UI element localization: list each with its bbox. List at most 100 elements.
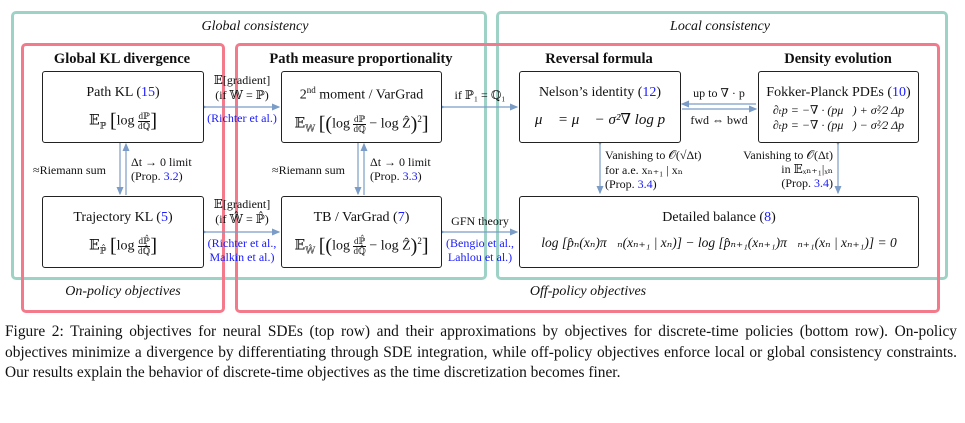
global-kl-title: Global KL divergence — [53, 51, 191, 67]
box-title: moment / VarGrad — [315, 87, 424, 103]
equation-ref[interactable]: 5 — [160, 210, 168, 225]
pm-limit-label: Δt → 0 limit — [370, 155, 431, 169]
path-measure-title: Path measure proportionality — [269, 51, 453, 67]
numerator: dℙ — [353, 113, 366, 125]
denominator: dℚ̂ — [353, 246, 366, 256]
equation-ref[interactable]: 8 — [764, 210, 772, 225]
box-title-prefix: 2 — [299, 87, 307, 103]
kl-prop-label: (Prop. 3.2) — [131, 169, 183, 184]
paren: ) — [404, 210, 410, 225]
superscript: nd — [306, 85, 316, 95]
equation-ref[interactable]: 7 — [397, 210, 405, 225]
global-consistency-region — [11, 11, 487, 280]
box-title: Detailed balance ( — [662, 210, 765, 225]
nelson-prop-label: (Prop. 3.4) — [605, 177, 657, 192]
marginals-label: if ℙ₁ = ℚ₁ — [454, 88, 506, 102]
gfn-reference-1[interactable]: (Bengio et al., — [446, 236, 514, 250]
equation-ref[interactable]: 12 — [642, 85, 657, 100]
equation-ref[interactable]: 15 — [141, 85, 156, 100]
top-grad-label-2: (if 𝕎 = ℙ) — [215, 88, 269, 102]
subscript: ℙ — [99, 120, 107, 131]
paren: ) — [155, 85, 160, 100]
on-policy-region — [21, 43, 225, 313]
prop-text: (Prop. — [370, 169, 403, 183]
pm-prop-label: (Prop. 3.3) — [370, 169, 422, 184]
fwd-bwd-label-1: up to ∇ · p — [693, 86, 745, 100]
box-title: Nelson’s identity ( — [538, 85, 643, 100]
global-consistency-label: Global consistency — [201, 19, 309, 34]
tb-vargrad-formula: 𝔼𝕎̂ [(log dℙ̂dℚ̂ − log Ẑ)2] — [294, 235, 429, 257]
expectation: 𝔼 — [294, 238, 306, 254]
nelson-formula: μ⃖ = μ⃗ − σ²∇ log p — [534, 112, 666, 128]
kl-riemann-label: ≈Riemann sum — [33, 163, 106, 177]
log: log — [116, 113, 135, 129]
trajectory-kl-formula: 𝔼ℙ̂ [log dℙ̂dℚ̂] — [88, 235, 158, 257]
prop-ref[interactable]: 3.2 — [163, 169, 179, 183]
detailed-balance-formula: log [p̂ₙ(xₙ)π⃗ₙ(xₙ₊₁ | xₙ)] − log [p̂ₙ₊₁… — [541, 235, 897, 250]
local-consistency-region — [496, 11, 948, 280]
log: log — [116, 238, 135, 254]
off-policy-region — [235, 43, 940, 313]
prop-text: (Prop. — [781, 176, 814, 190]
prop-ref[interactable]: 3.3 — [402, 169, 418, 183]
log-z: − log Ẑ — [369, 238, 411, 254]
log-z: − log Ẑ — [369, 116, 411, 132]
on-policy-label: On-policy objectives — [65, 284, 181, 299]
paren: ) — [652, 177, 657, 191]
denominator: dℚ — [353, 123, 366, 134]
fp-condition-label: in 𝔼ₓₙ₊₁|ₓₙ — [781, 162, 833, 176]
gfn-label: GFN theory — [451, 214, 509, 228]
paren: ) — [417, 169, 422, 183]
density-title: Density evolution — [784, 51, 892, 67]
top-grad-label-1: 𝔼[gradient] — [213, 73, 271, 87]
prop-text: (Prop. — [605, 177, 638, 191]
bottom-grad-label-2: (if 𝕎̂ = ℙ̂) — [215, 212, 269, 226]
prop-ref[interactable]: 3.4 — [814, 176, 829, 190]
top-grad-reference[interactable]: (Richter et al.) — [207, 111, 277, 125]
nelson-condition-label: for a.e. xₙ₊₁ | xₙ — [605, 163, 683, 177]
log: log — [332, 238, 350, 254]
subscript: 𝕎̂ — [305, 245, 316, 256]
pm-riemann-label: ≈Riemann sum — [272, 163, 345, 177]
expectation: 𝔼 — [88, 113, 100, 129]
fp-prop-label: (Prop. 3.4) — [781, 176, 833, 191]
numerator: dℙ̂ — [138, 236, 151, 247]
numerator: dℙ̂ — [353, 236, 366, 247]
paren: ) — [771, 210, 776, 225]
bottom-grad-reference-2[interactable]: Malkin et al.) — [209, 250, 275, 264]
kl-limit-label: Δt → 0 limit — [131, 155, 192, 169]
local-consistency-label: Local consistency — [670, 19, 770, 34]
bottom-grad-reference-1[interactable]: (Richter et al., — [207, 236, 277, 250]
nelson-box: Nelson’s identity (12) μ⃖ = μ⃗ − σ²∇ log… — [519, 71, 681, 143]
paren: ) — [829, 176, 833, 190]
subscript: ℙ̂ — [99, 245, 107, 256]
box-title: TB / VarGrad ( — [313, 210, 398, 225]
fp-backward-eq: ∂ₜp = −∇ · (pμ⃖) − σ²⁄2 Δp — [772, 118, 905, 132]
off-policy-label: Off-policy objectives — [529, 284, 647, 299]
paren: ) — [178, 169, 183, 183]
reversal-title: Reversal formula — [545, 51, 653, 67]
box-title: Trajectory KL ( — [73, 210, 161, 225]
expectation: 𝔼 — [294, 116, 306, 132]
numerator: dℙ — [138, 111, 151, 122]
log: log — [332, 116, 350, 132]
gfn-reference-2[interactable]: Lahlou et al.) — [447, 250, 513, 264]
trajectory-kl-box: Trajectory KL (5) 𝔼ℙ̂ [log dℙ̂dℚ̂] — [42, 196, 204, 268]
prop-ref[interactable]: 3.4 — [637, 177, 653, 191]
box-title: Path KL ( — [86, 85, 142, 100]
denominator: dℚ̂ — [138, 246, 151, 256]
fwd-bwd-label-2: fwd ⇔ bwd — [690, 113, 748, 127]
box-title: Fokker-Planck PDEs ( — [766, 85, 893, 100]
bottom-grad-label-1: 𝔼[gradient] — [213, 197, 271, 211]
paren: ) — [167, 210, 173, 225]
prop-text: (Prop. — [131, 169, 164, 183]
fp-forward-eq: ∂ₜp = −∇ · (pμ⃗) + σ²⁄2 Δp — [772, 103, 905, 117]
paren: ) — [656, 85, 662, 100]
equation-ref[interactable]: 10 — [892, 85, 907, 100]
subscript: 𝕎 — [305, 123, 316, 134]
